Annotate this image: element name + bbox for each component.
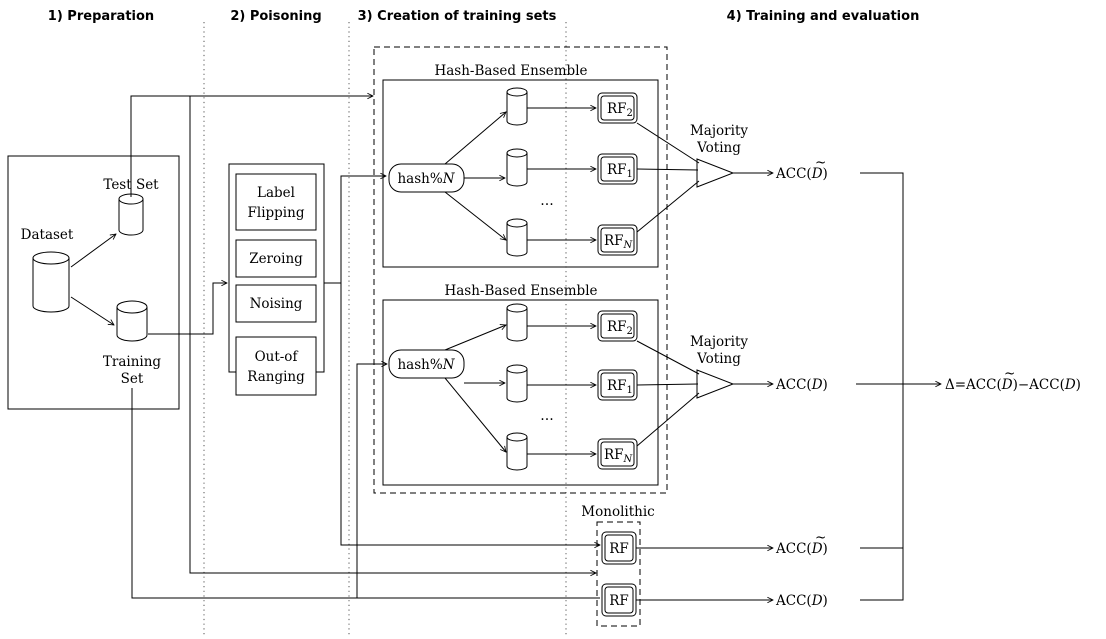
ensemble-1-cylinder-top: [506, 87, 528, 126]
line-test-set-to-monolithic: [189, 96, 596, 573]
line-aggregate-outputs: [860, 172, 904, 601]
line-training-set-to-clean-rf: [131, 388, 600, 599]
zeroing-label: Zeroing: [249, 251, 303, 267]
svg-text:RF1: RF1: [607, 162, 633, 180]
ensemble-1-cylinder-bottom: [506, 218, 528, 257]
ensemble-1-cylinder-mid: [506, 148, 528, 187]
monolithic-rf-poisoned: RF: [601, 531, 637, 565]
ensemble-1-rf-1: RF1: [597, 153, 638, 185]
svg-text:ACC(D): ACC(D): [775, 541, 828, 557]
out-of-ranging-box: [235, 336, 317, 396]
label-flipping-line2: Flipping: [248, 205, 305, 221]
out-of-ranging-line1: Out-of: [255, 349, 299, 365]
phase-separators: [203, 22, 567, 635]
phase-header-poisoning: 2) Poisoning: [230, 9, 321, 24]
ensembles-dashed-group: [373, 46, 668, 494]
ensemble-2-box: [382, 299, 659, 486]
svg-text:Δ=ACC(D)−ACC(D): Δ=ACC(D)−ACC(D): [945, 377, 1081, 393]
ensemble-2-arrow-hash-top: [444, 325, 506, 351]
line-training-set-to-poisoning: [148, 283, 227, 335]
svg-text:ACC(D): ACC(D): [775, 166, 828, 182]
acc-output-1: ACC(D) ~: [775, 155, 828, 182]
delta-formula: Δ=ACC(D)−ACC(D) ~: [945, 366, 1081, 393]
ensemble-1-hash-label: hash%N: [397, 171, 455, 187]
svg-text:ACC(D): ACC(D): [775, 377, 828, 393]
ensemble-1-rf-2: RF2: [597, 92, 638, 124]
phase-header-training: 4) Training and evaluation: [727, 9, 920, 24]
ensemble-1-line-rfn-vote: [636, 180, 700, 233]
ensemble-2-ellipsis: …: [540, 408, 554, 424]
ensemble-2-cylinder-mid: [506, 364, 528, 403]
acc-output-3: ACC(D) ~: [775, 530, 828, 557]
arrow-dataset-train: [70, 296, 114, 325]
phase-header-preparation: 1) Preparation: [48, 9, 154, 24]
ensemble-2-hash-label: hash%N: [397, 357, 455, 373]
acc-output-2: ACC(D): [775, 377, 828, 393]
noising-box: [235, 284, 317, 323]
ensemble-2-cylinder-top: [506, 303, 528, 342]
dataset-cylinder: [32, 251, 70, 313]
arrow-dataset-test: [70, 234, 116, 268]
preparation-box: [7, 155, 180, 410]
monolithic-title: Monolithic: [581, 504, 654, 520]
training-set-label-line2: Set: [121, 371, 144, 387]
ensemble-1-arrow-hash-bottom: [444, 191, 506, 240]
ensemble-1-rf-n: RFN: [597, 224, 638, 256]
ensemble-2-hash-node: [388, 349, 465, 379]
label-flipping-box: [235, 173, 317, 231]
acc-output-4: ACC(D): [775, 593, 828, 609]
line-poisoning-to-ensemble-1: [324, 176, 386, 284]
svg-text:RF2: RF2: [607, 319, 633, 337]
training-set-cylinder: [116, 300, 148, 342]
ensemble-1-line-rf2-vote: [636, 122, 700, 164]
ensemble-2-line-rf1-vote: [636, 383, 699, 386]
line-clean-to-ensemble-2: [356, 364, 387, 598]
ensemble-1-line-rf1-vote: [636, 168, 699, 171]
ensemble-2-cylinder-bottom: [506, 432, 528, 471]
svg-text:~: ~: [815, 530, 826, 546]
ensemble-2-rf-n: RFN: [597, 438, 638, 470]
ensemble-2-voting-line2: Voting: [696, 351, 741, 367]
ensemble-2-line-rfn-vote: [636, 392, 700, 447]
out-of-ranging-line2: Ranging: [247, 369, 305, 385]
ensemble-1-voting-node: [696, 158, 735, 188]
training-set-label-line1: Training: [103, 354, 162, 370]
svg-text:RFN: RFN: [604, 447, 634, 465]
ensemble-1-arrow-hash-top: [444, 112, 506, 165]
ensemble-1-voting-line1: Majority: [690, 123, 748, 139]
ensemble-2-rf-2: RF2: [597, 310, 638, 342]
ensemble-2-voting-node: [696, 369, 735, 399]
phase-header-creation: 3) Creation of training sets: [358, 9, 557, 24]
svg-text:RF1: RF1: [607, 378, 633, 396]
ensemble-2-arrow-hash-bottom: [444, 377, 506, 452]
line-test-set-to-ensemble: [130, 96, 373, 197]
zeroing-box: [235, 239, 317, 278]
test-set-cylinder: [118, 193, 144, 236]
svg-text:~: ~: [815, 155, 826, 171]
ensemble-2-title: Hash-Based Ensemble: [444, 283, 597, 299]
svg-text:RFN: RFN: [604, 233, 634, 251]
monolithic-dashed-group: [596, 521, 641, 627]
svg-text:RF: RF: [609, 541, 629, 557]
ensemble-1-title: Hash-Based Ensemble: [434, 63, 587, 79]
ensemble-2-rf-1: RF1: [597, 369, 638, 401]
monolithic-rf-clean: RF: [601, 583, 637, 617]
label-flipping-line1: Label: [257, 185, 295, 201]
svg-text:~: ~: [1004, 366, 1015, 382]
ensemble-1-ellipsis: …: [540, 193, 554, 209]
ensemble-2-voting-line1: Majority: [690, 334, 748, 350]
ensemble-2-line-rf2-vote: [636, 340, 700, 375]
svg-text:ACC(D): ACC(D): [775, 593, 828, 609]
noising-label: Noising: [250, 296, 303, 312]
svg-text:RF2: RF2: [607, 101, 633, 119]
svg-text:RF: RF: [609, 593, 629, 609]
ensemble-1-voting-line2: Voting: [696, 140, 741, 156]
dataset-label: Dataset: [21, 227, 74, 243]
line-poisoning-to-monolithic: [340, 283, 600, 545]
